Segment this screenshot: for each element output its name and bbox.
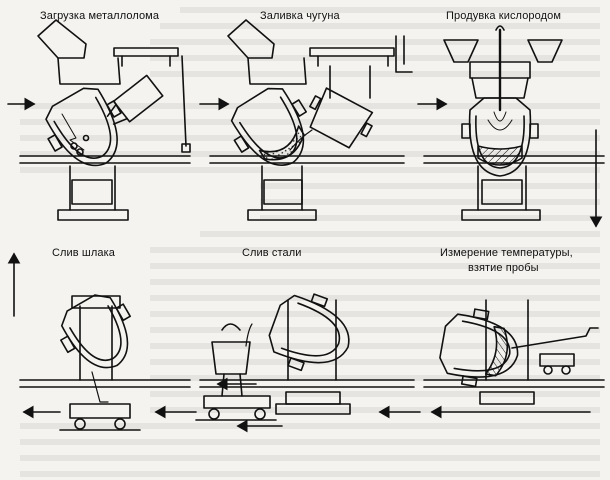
label-steel-pouring: Слив стали [242,247,302,259]
panel-oxygen-blowing [395,25,605,228]
label-scrap-loading: Загрузка металлолома [40,10,160,22]
label-oxygen-blowing: Продувка кислородом [446,10,561,22]
panel-temperature-measuring [423,299,605,419]
panel-scrap-loading [7,19,191,221]
panel-iron-pouring [199,19,405,221]
panel-slag-pouring [7,252,191,431]
label-slag-pouring: Слив шлака [52,247,115,259]
label-iron-pouring: Заливка чугуна [260,10,340,22]
label-measure-line1: Измерение температуры, [440,247,573,259]
panel-steel-pouring [195,293,415,433]
label-measure-line2: взятие пробы [468,262,539,274]
